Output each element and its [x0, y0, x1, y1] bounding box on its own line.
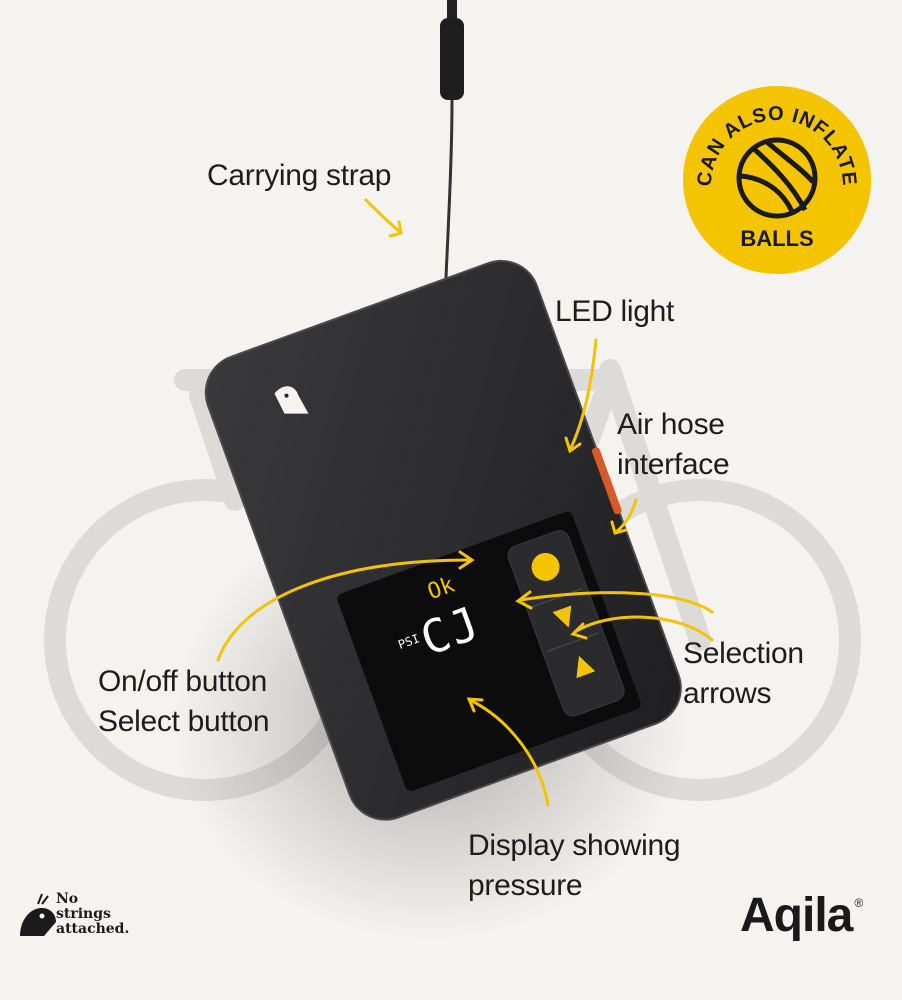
label-carrying-strap: Carrying strap: [207, 159, 392, 192]
tagline-line-2: strings: [56, 906, 111, 922]
arrow-display: [468, 698, 550, 807]
arrow-led: [568, 338, 598, 452]
brand-name: Aqila: [740, 889, 853, 942]
label-on-off-1: On/off button: [98, 665, 268, 698]
bird-logo-icon: [274, 386, 309, 414]
arrow-select-down: [573, 615, 714, 642]
arrow-down-icon[interactable]: [570, 652, 596, 679]
arrow-airhose: [614, 498, 638, 534]
arrow-up-icon[interactable]: [552, 605, 578, 631]
arrow-select-up: [518, 591, 714, 614]
label-air-hose-2: interface: [617, 448, 730, 481]
label-display-2: pressure: [468, 869, 583, 902]
arrow-onoff: [216, 558, 472, 662]
badge-bottom-text: BALLS: [740, 226, 813, 251]
label-selection-1: Selection: [683, 637, 804, 670]
tagline-line-3: attached.: [56, 921, 130, 937]
label-on-off-2: Select button: [98, 705, 270, 738]
label-led-light: LED light: [555, 295, 675, 328]
annotation-arrows: [216, 198, 714, 807]
power-button-icon[interactable]: [528, 549, 564, 585]
arrow-strap: [364, 198, 402, 234]
label-display-1: Display showing: [468, 829, 681, 862]
inflate-balls-badge: CAN ALSO INFLATE BALLS: [683, 86, 871, 274]
registered-mark: ®: [854, 896, 863, 910]
label-air-hose-1: Air hose: [617, 408, 725, 441]
tagline: No strings attached.: [56, 892, 129, 937]
bird-mascot-icon: [20, 893, 56, 936]
screen-unit: PSI: [396, 631, 422, 652]
screen-main-value: CJ: [413, 595, 488, 667]
pump-device: [204, 259, 682, 821]
basketball-icon: [736, 137, 818, 219]
brand-logo: Aqila®: [740, 888, 863, 943]
label-selection-2: arrows: [683, 677, 772, 710]
led-light-indicator: [591, 447, 622, 515]
tagline-line-1: No: [56, 891, 79, 907]
